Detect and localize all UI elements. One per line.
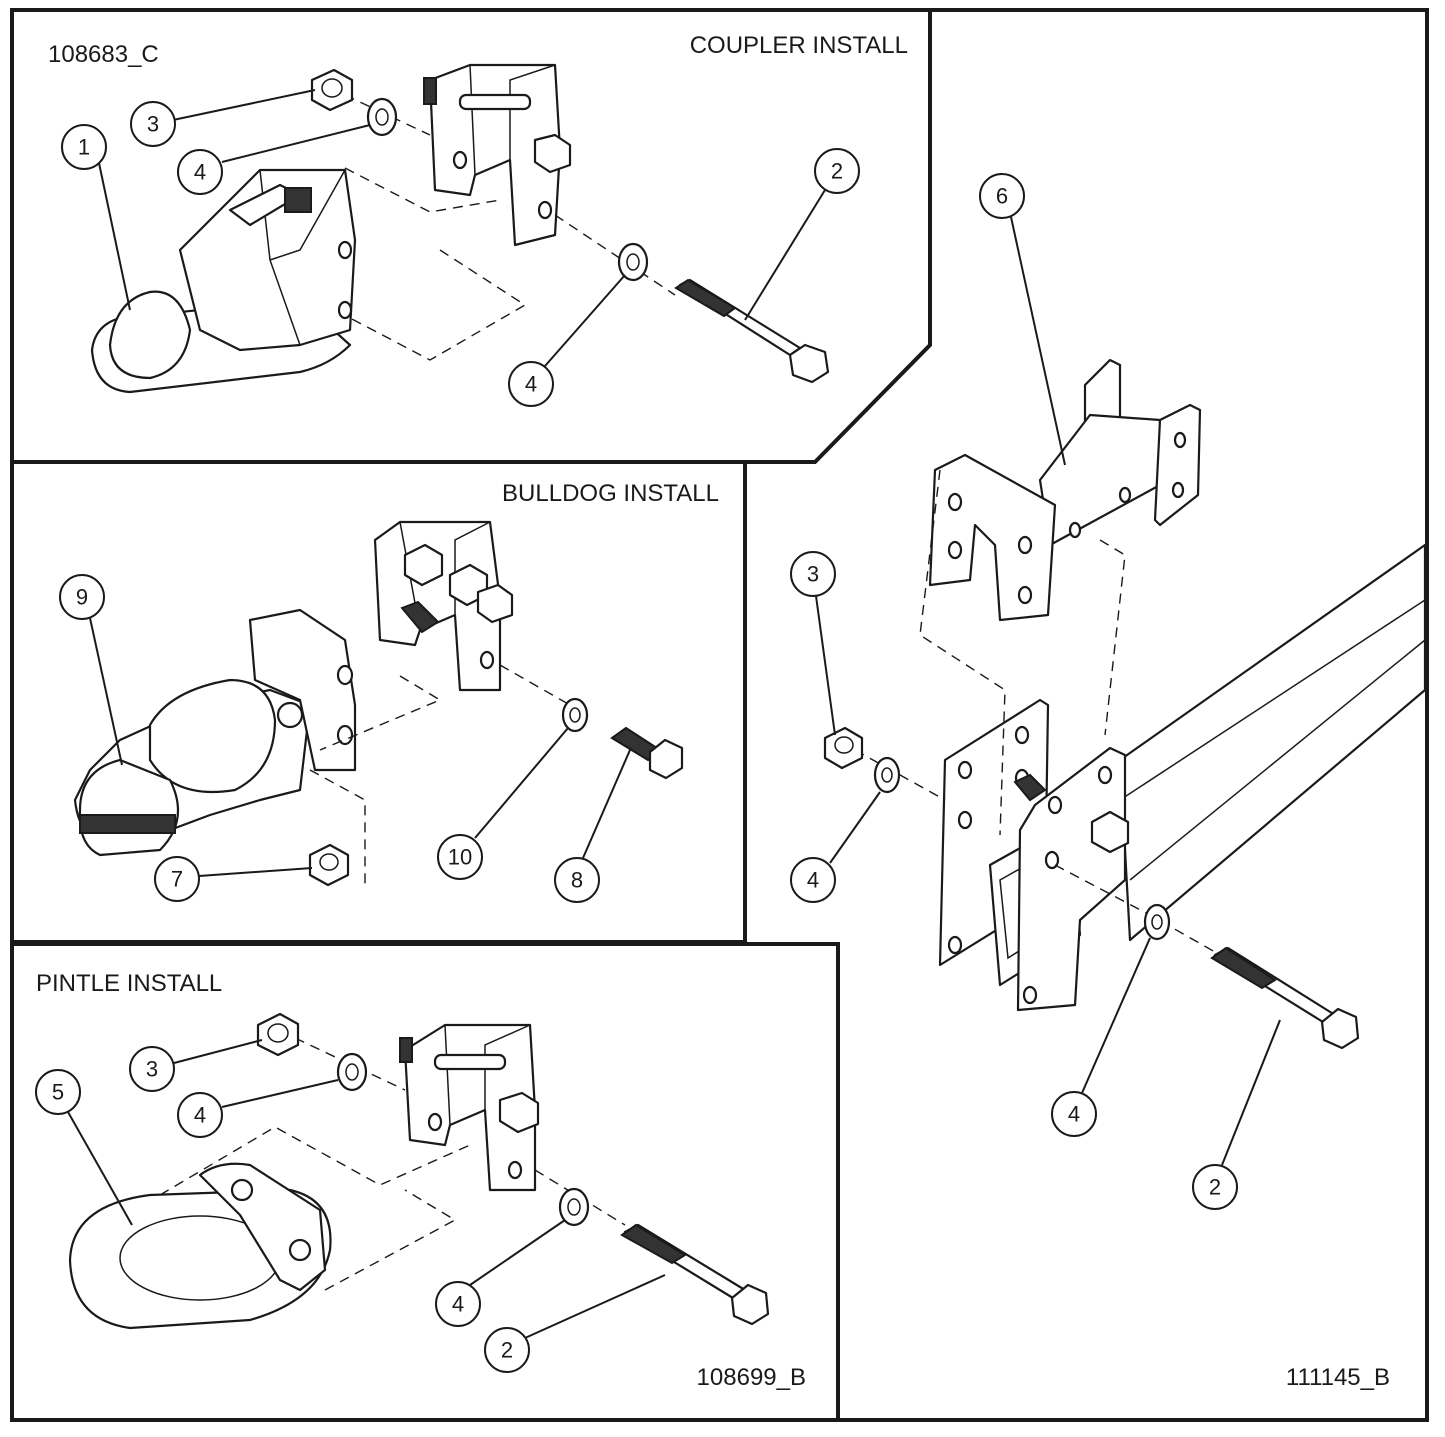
pintle-nut (256, 1012, 300, 1057)
coupler-bracket-stud (423, 77, 437, 105)
callout-bulldog-10: 10 (437, 834, 483, 880)
callout-frame-2: 2 (1192, 1164, 1238, 1210)
frame-washer-left (873, 756, 901, 794)
callout-pintle-2: 2 (484, 1327, 530, 1373)
frame-nut (823, 726, 864, 770)
callout-pintle-4-top: 4 (177, 1092, 223, 1138)
bulldog-drawing (73, 520, 684, 887)
coupler-bracket (428, 63, 562, 247)
callout-frame-3: 3 (790, 551, 836, 597)
adapter-tab-right (1153, 403, 1202, 527)
coupler-drawing-id: 108683_C (48, 41, 159, 68)
coupler-washer-bottom (617, 242, 649, 282)
svg-text:4: 4 (452, 1292, 464, 1317)
pintle-drawing-id: 108699_B (697, 1364, 806, 1391)
callout-pintle-3: 3 (129, 1046, 175, 1092)
bulldog-strap (79, 814, 176, 834)
frame-drawing-id: 111145_B (1286, 1364, 1390, 1391)
callout-bulldog-9: 9 (59, 574, 105, 620)
svg-text:6: 6 (996, 184, 1008, 209)
coupler-panel-title: COUPLER INSTALL (690, 32, 908, 59)
pintle-washer-top (336, 1052, 368, 1092)
pintle-bracket-stud (399, 1037, 413, 1063)
svg-text:10: 10 (448, 845, 472, 870)
bulldog-bracket-nut-c (476, 583, 514, 624)
callout-pintle-4-bottom: 4 (435, 1281, 481, 1327)
coupler-nut (310, 68, 354, 112)
coupler-latch-pin (284, 187, 312, 213)
callout-bulldog-7: 7 (154, 856, 200, 902)
tongue-beam (1118, 543, 1427, 942)
coupler-ball-socket (108, 290, 192, 380)
svg-text:3: 3 (146, 1057, 158, 1082)
coupler-bracket-pin (458, 93, 532, 111)
bulldog-panel-title: BULLDOG INSTALL (502, 480, 719, 507)
frame-drawing (823, 358, 1427, 1050)
adapter-bracket (928, 453, 1057, 622)
leader-lines (67, 89, 1281, 1339)
callout-frame-4-left: 4 (790, 857, 836, 903)
coupler-drawing (90, 63, 830, 394)
coupler-panel-border (14, 12, 932, 464)
svg-text:2: 2 (501, 1338, 513, 1363)
panel-frames (10, 8, 1429, 1422)
svg-text:4: 4 (194, 1103, 206, 1128)
bulldog-stud (400, 600, 440, 634)
frame-bolt-head (1320, 1007, 1360, 1050)
callout-frame-6: 6 (979, 173, 1025, 219)
bulldog-nut (308, 843, 350, 887)
callout-coupler-1: 1 (61, 124, 107, 170)
pintle-panel-border (14, 942, 840, 1418)
coupler-washer-top (366, 97, 398, 137)
callout-coupler-4-top: 4 (177, 149, 223, 195)
mount-plate-nut (1090, 810, 1130, 854)
mount-plate-stud (1013, 773, 1047, 802)
callout-coupler-4-bottom: 4 (508, 361, 554, 407)
pintle-bracket-nut (498, 1091, 540, 1134)
svg-text:4: 4 (525, 372, 537, 397)
callout-pintle-5: 5 (35, 1069, 81, 1115)
svg-text:9: 9 (76, 585, 88, 610)
callout-coupler-3: 3 (130, 101, 176, 147)
callout-coupler-2: 2 (814, 148, 860, 194)
callout-frame-4-right: 4 (1051, 1091, 1097, 1137)
pintle-bracket-pin (433, 1053, 507, 1071)
svg-text:4: 4 (1068, 1102, 1080, 1127)
pintle-panel-title: PINTLE INSTALL (36, 970, 222, 997)
svg-text:7: 7 (171, 867, 183, 892)
coupler-bracket-nut (533, 133, 572, 174)
outer-border (10, 8, 1429, 1422)
mount-plate-front (1016, 746, 1127, 1012)
svg-text:4: 4 (807, 868, 819, 893)
bulldog-bolt-head (648, 738, 684, 780)
bulldog-washer (561, 697, 589, 733)
adapter-tube (1038, 413, 1162, 547)
svg-text:3: 3 (147, 112, 159, 137)
svg-text:1: 1 (78, 135, 90, 160)
svg-text:2: 2 (831, 159, 843, 184)
svg-text:5: 5 (52, 1080, 64, 1105)
svg-text:2: 2 (1209, 1175, 1221, 1200)
bulldog-bracket-nut-a (403, 543, 444, 587)
pintle-washer-bottom (558, 1187, 590, 1227)
svg-text:4: 4 (194, 160, 206, 185)
bulldog-mount-plate (248, 608, 357, 772)
coupler-bolt-head (788, 343, 830, 384)
frame-washer-right (1143, 903, 1171, 941)
pintle-drawing (68, 1012, 770, 1330)
coupler-body (178, 168, 357, 352)
pintle-bolt-head (730, 1283, 770, 1326)
svg-text:3: 3 (807, 562, 819, 587)
callout-bulldog-8: 8 (554, 857, 600, 903)
bulldog-collar (148, 678, 277, 794)
svg-text:8: 8 (571, 868, 583, 893)
